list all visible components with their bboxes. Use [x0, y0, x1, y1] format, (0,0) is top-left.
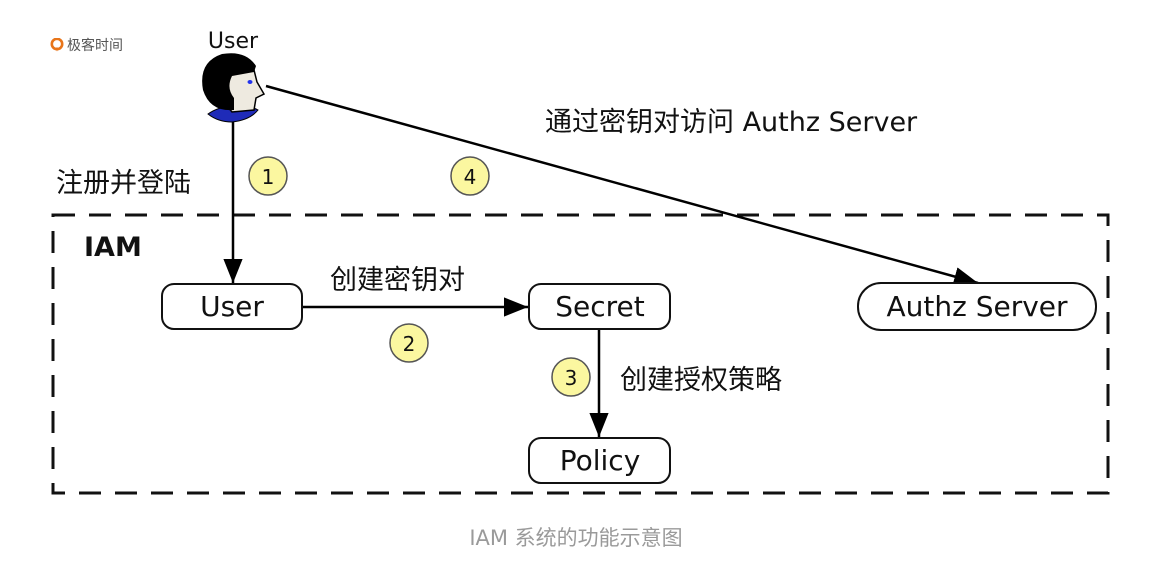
actor-label: User	[208, 29, 259, 54]
edge-register-label: 注册并登陆	[56, 168, 191, 199]
step-badge-4: 4	[450, 156, 490, 196]
node-user: User	[161, 283, 303, 330]
edge-create-keypair-label: 创建密钥对	[330, 265, 465, 296]
node-authz-server-label: Authz Server	[886, 290, 1068, 323]
node-policy-label: Policy	[560, 444, 641, 477]
brand-name: 极客时间	[67, 38, 123, 54]
user-avatar-icon	[202, 53, 266, 123]
svg-text:2: 2	[403, 332, 416, 356]
node-secret-label: Secret	[555, 290, 645, 323]
svg-text:1: 1	[262, 165, 275, 189]
brand-logo: 极客时间	[50, 35, 123, 55]
node-policy: Policy	[528, 437, 671, 484]
step-badge-2: 2	[389, 323, 429, 363]
step-badge-3: 3	[551, 357, 591, 397]
node-user-label: User	[200, 290, 264, 323]
node-authz-server: Authz Server	[857, 282, 1097, 331]
geektime-logo-icon	[50, 38, 64, 52]
edge-create-policy-label: 创建授权策略	[620, 365, 782, 396]
node-secret: Secret	[528, 283, 671, 330]
edge-access-authz-label: 通过密钥对访问 Authz Server	[545, 107, 918, 138]
step-badge-1: 1	[248, 156, 288, 196]
edge-access-authz	[265, 84, 979, 286]
iam-container	[51, 213, 1110, 495]
iam-container-label: IAM	[84, 232, 142, 263]
figure-caption: IAM 系统的功能示意图	[469, 526, 683, 550]
svg-text:3: 3	[565, 366, 578, 390]
svg-text:4: 4	[464, 165, 477, 189]
